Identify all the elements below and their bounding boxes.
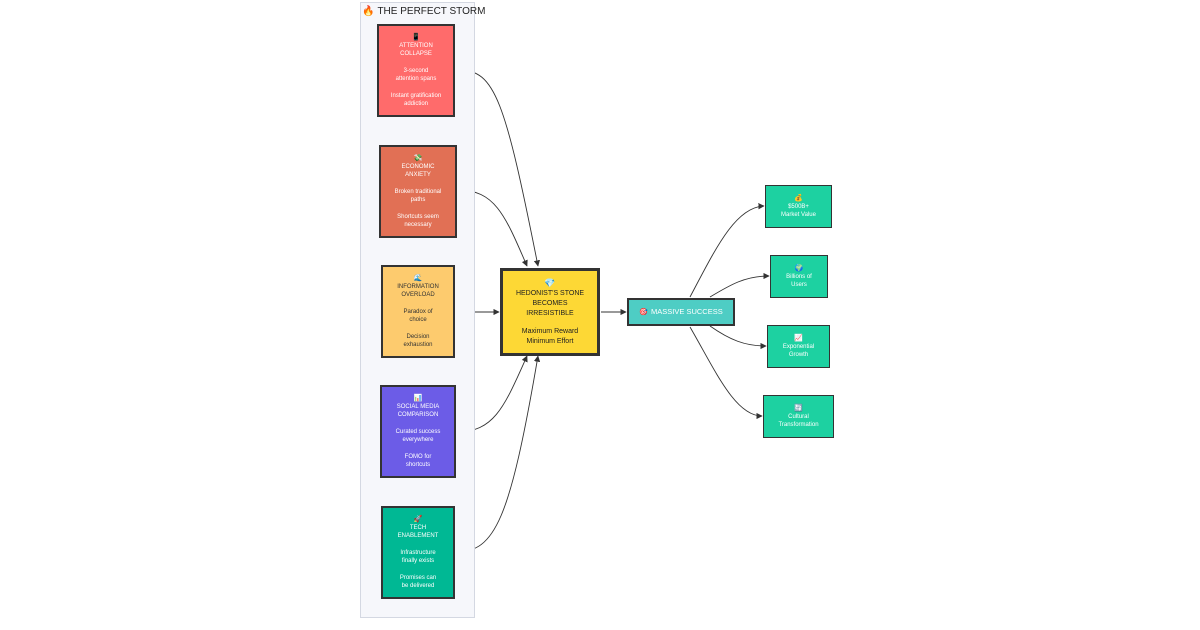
node-attention-collapse[interactable]: 📱 ATTENTION COLLAPSE 3-second attention … <box>377 24 455 117</box>
node-label: Exponential Growth <box>782 344 815 358</box>
edge-success-to-growth <box>709 325 767 350</box>
money-wings-icon: 💸 <box>413 155 423 162</box>
node-information-overload[interactable]: 🌊 INFORMATION OVERLOAD Paradox of choice… <box>381 265 455 358</box>
node-social-media-comparison[interactable]: 📊 SOCIAL MEDIA COMPARISON Curated succes… <box>380 385 456 478</box>
node-cultural-transformation[interactable]: 🔄 Cultural Transformation <box>763 395 834 438</box>
node-line: Infrastructure finally exists <box>400 550 436 564</box>
gem-icon: 💎 <box>544 277 556 288</box>
edge-success-to-market <box>689 203 765 298</box>
node-title: ATTENTION COLLAPSE <box>399 43 433 57</box>
node-massive-success[interactable]: 🎯 MASSIVE SUCCESS <box>627 298 735 326</box>
node-tech-enablement[interactable]: 🚀 TECH ENABLEMENT Infrastructure finally… <box>381 506 455 599</box>
node-exponential-growth[interactable]: 📈 Exponential Growth <box>767 325 830 368</box>
node-line: Decision exhaustion <box>403 334 433 348</box>
money-bag-icon: 💰 <box>794 195 803 202</box>
node-title: TECH ENABLEMENT <box>397 525 439 539</box>
node-label: $500B+ Market Value <box>781 204 816 218</box>
edge-success-to-cultural <box>689 326 763 420</box>
edge-success-to-users <box>709 272 770 298</box>
node-label: Cultural Transformation <box>778 414 819 428</box>
node-market-value[interactable]: 💰 $500B+ Market Value <box>765 185 832 228</box>
node-line: Promises can be delivered <box>399 575 437 589</box>
node-line: FOMO for shortcuts <box>404 454 432 468</box>
chart-up-icon: 📈 <box>794 335 803 342</box>
node-line: Curated success everywhere <box>395 429 441 443</box>
node-line: Broken traditional paths <box>394 189 442 203</box>
node-line: 3-second attention spans <box>395 68 437 82</box>
node-economic-anxiety[interactable]: 💸 ECONOMIC ANXIETY Broken traditional pa… <box>379 145 457 238</box>
node-title: HEDONIST'S STONE BECOMES IRRESISTIBLE <box>515 289 585 317</box>
fire-icon: 🔥 <box>362 5 375 17</box>
node-subtitle: Maximum Reward Minimum Effort <box>521 327 579 345</box>
cluster-title-text: THE PERFECT STORM <box>377 5 486 17</box>
node-label: Billions of Users <box>786 274 812 288</box>
node-billions-users[interactable]: 🌍 Billions of Users <box>770 255 828 298</box>
target-icon: 🎯 <box>639 308 649 316</box>
phone-icon: 📱 <box>411 34 421 41</box>
wave-icon: 🌊 <box>413 275 423 282</box>
node-title: MASSIVE SUCCESS <box>651 307 723 316</box>
cycle-arrows-icon: 🔄 <box>794 405 803 412</box>
node-title: SOCIAL MEDIA COMPARISON <box>396 404 440 418</box>
node-title: ECONOMIC ANXIETY <box>401 164 435 178</box>
cluster-title: 🔥 THE PERFECT STORM <box>362 4 485 18</box>
globe-icon: 🌍 <box>794 265 804 272</box>
rocket-icon: 🚀 <box>413 516 423 523</box>
node-line: Instant gratification addiction <box>390 93 442 107</box>
node-hedonists-stone[interactable]: 💎 HEDONIST'S STONE BECOMES IRRESISTIBLE … <box>500 268 600 356</box>
node-line: Paradox of choice <box>403 309 433 323</box>
bar-chart-icon: 📊 <box>413 395 423 402</box>
node-line: Shortcuts seem necessary <box>397 214 439 228</box>
node-title: INFORMATION OVERLOAD <box>397 284 439 298</box>
